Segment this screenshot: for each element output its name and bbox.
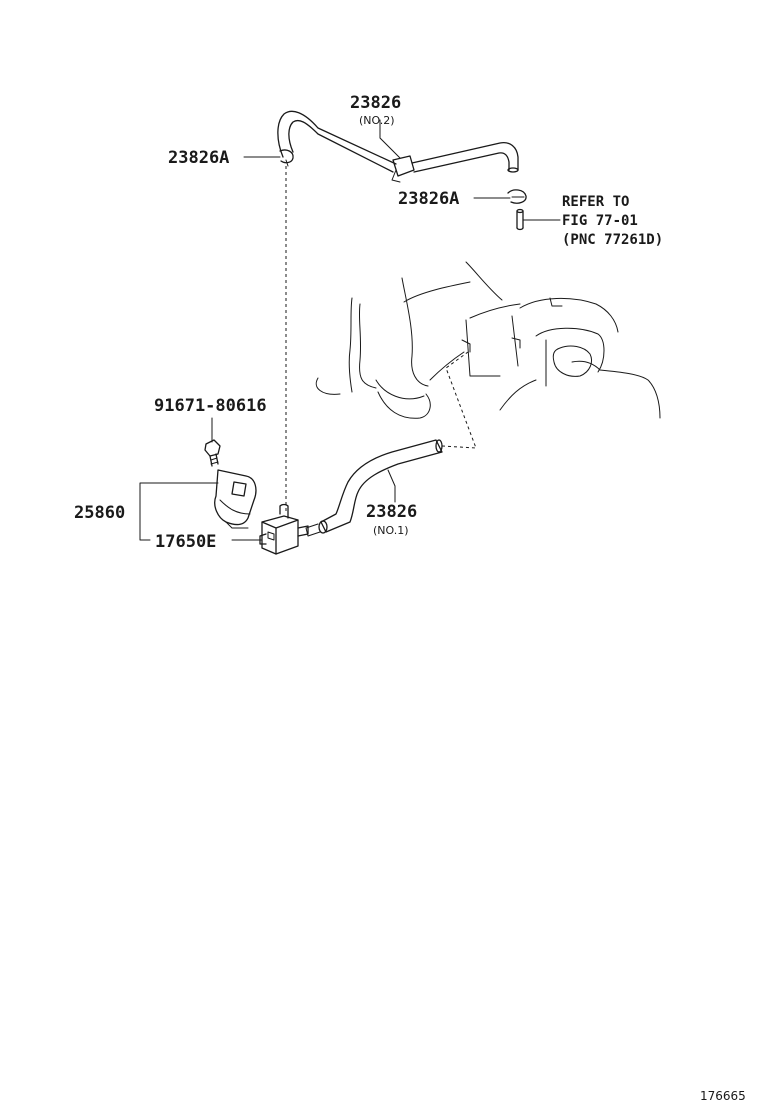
label-bolt: 91671-80616 — [154, 396, 267, 416]
label-hose-no1: 23826 — [366, 502, 417, 522]
hose-no2 — [277, 110, 519, 183]
label-clamp-right: 23826A — [398, 189, 459, 209]
label-clamp-left: 23826A — [168, 148, 229, 168]
bolt-icon — [204, 439, 221, 467]
clamp-left-icon — [279, 149, 294, 167]
pipe-fitting-icon — [516, 208, 524, 231]
clamp-right-icon — [507, 189, 527, 204]
label-valve: 17650E — [155, 532, 216, 552]
label-refer-line2: FIG 77-01 — [562, 213, 638, 229]
leader-lines — [139, 119, 561, 541]
label-refer-line1: REFER TO — [562, 194, 629, 210]
label-hose-no2-sub: (NO.2) — [359, 114, 395, 127]
label-bracket: 25860 — [74, 503, 125, 523]
label-refer-line3: (PNC 77261D) — [562, 232, 663, 248]
engine-outline — [315, 261, 661, 419]
label-hose-no2: 23826 — [350, 93, 401, 113]
bracket-icon — [214, 469, 257, 529]
vsv-valve-icon — [259, 503, 309, 555]
routing-line-engine — [441, 351, 477, 449]
illustration-id: 176665 — [700, 1089, 746, 1103]
label-hose-no1-sub: (NO.1) — [373, 524, 409, 537]
